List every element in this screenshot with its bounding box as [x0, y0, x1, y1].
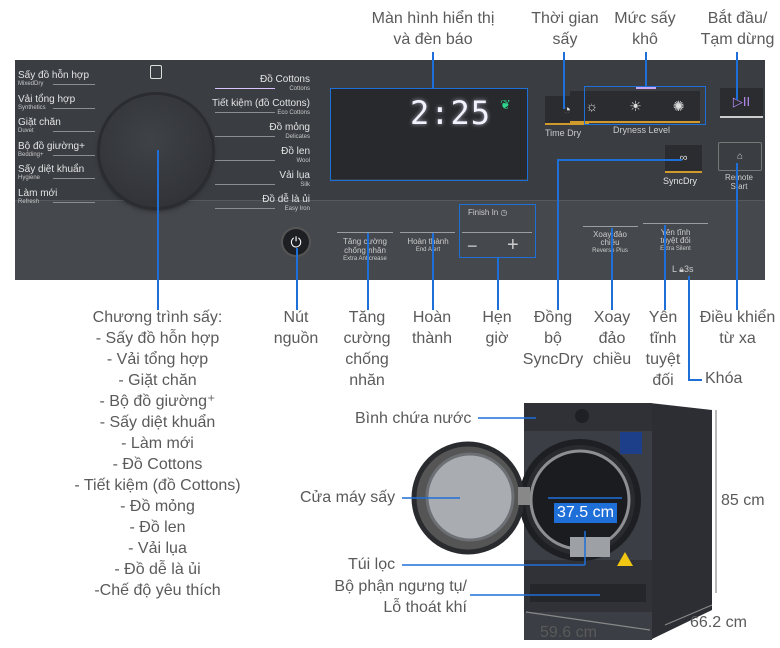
dryness-indicator — [636, 87, 656, 89]
program-list-item: - Vải lụa — [128, 540, 187, 557]
program-mixeddry: Sấy đồ hỗn hợp — [18, 70, 90, 81]
program-en-label: Synthetics — [18, 104, 46, 111]
program-list-item: - Sấy diệt khuẩn — [99, 414, 216, 431]
program-delicates: Đồ mỏng — [269, 122, 310, 133]
start-pause-button[interactable]: ▷II — [720, 88, 763, 118]
timer-minus-button[interactable]: − — [467, 236, 478, 256]
finish-in-label: Finish In ◷ — [468, 208, 508, 217]
filter-label: Túi lọc — [348, 556, 396, 573]
program-en-label: Wool — [296, 158, 310, 164]
program-list-item: - Sấy đồ hỗn hợp — [95, 330, 220, 347]
condenser-label: Bộ phận ngưng tụ/Lỗ thoát khí — [334, 578, 467, 616]
display-callout-box — [330, 88, 528, 181]
program-list-item: -Chế độ yêu thích — [94, 582, 221, 599]
phone-icon — [150, 65, 162, 79]
program-list-item: - Tiết kiệm (đồ Cottons) — [74, 477, 241, 494]
program-duvet: Giặt chăn — [18, 117, 61, 128]
depth-label: 66.2 cm — [690, 614, 747, 631]
program-list-item: - Đồ len — [129, 519, 186, 536]
program-en-label: Bedding+ — [18, 151, 44, 158]
program-refresh: Làm mới — [18, 187, 58, 199]
program-list-item: - Bộ đồ giường⁺ — [99, 393, 216, 410]
program-silk: Vải lụa — [279, 170, 310, 181]
child-lock-icon: L 🔒︎3s — [672, 264, 694, 274]
lock-label: Khóa — [705, 370, 743, 387]
program-wool: Đồ len — [281, 146, 310, 157]
dryness-high-icon[interactable]: ✺ — [672, 97, 685, 114]
program-list-item: - Vải tổng hợp — [106, 351, 209, 368]
dryness-low-icon[interactable]: ☼ — [585, 98, 599, 114]
program-en-label: Refresh — [18, 198, 40, 205]
program-en-label: Delicates — [285, 134, 310, 140]
program-hygiene: Sấy diệt khuẩn — [18, 164, 85, 175]
program-en-label: Cottons — [289, 86, 310, 92]
program-dial[interactable] — [100, 95, 212, 207]
display-screen — [331, 88, 527, 179]
drum-diameter-label: 37.5 cm — [554, 503, 617, 523]
dryer-side — [650, 403, 712, 640]
program-list: Chương trình sấy: - Sấy đồ hỗn hợp- Vải … — [60, 307, 255, 601]
display-time: 2:25 — [410, 94, 492, 132]
program-list-item: - Đồ dễ là ủi — [114, 561, 201, 578]
program-en-label: Duvet — [18, 128, 34, 134]
start-pause-label: Bắt đầu/Tạm dừng — [700, 10, 775, 48]
door-label: Cửa máy sấy — [300, 489, 396, 506]
program-en-label: Easy Iron — [284, 206, 310, 212]
program-eco-cottons: Tiết kiệm (đồ Cottons) — [212, 98, 310, 109]
program-cottons: Đồ Cottons — [259, 74, 310, 85]
program-en-label: Eco Cottons — [277, 110, 310, 116]
timer-plus-button[interactable]: + — [507, 234, 519, 256]
program-list-item: - Đồ mỏng — [120, 498, 195, 515]
program-en-label: Silk — [300, 182, 310, 188]
dryness-text: Dryness Level — [613, 125, 671, 135]
time-dry-text: Time Dry — [545, 128, 582, 138]
program-en-label: Hygiene — [18, 175, 41, 181]
height-label: 85 cm — [721, 492, 765, 509]
program-list-item: - Làm mới — [121, 435, 194, 452]
program-bedding+: Bộ đồ giường+ — [18, 140, 85, 152]
program-synthetics: Vải tổng hợp — [18, 93, 76, 105]
width-label: 59.6 cm — [540, 624, 597, 641]
program-list-item: - Đồ Cottons — [112, 456, 203, 473]
program-easy-iron: Đồ dễ là ủi — [262, 194, 310, 205]
panel-lower-band — [15, 200, 765, 280]
dryness-level-buttons[interactable]: ☼ ☀ ✺ — [570, 91, 700, 123]
dryness-callout-box — [584, 86, 706, 125]
dryness-mid-icon[interactable]: ☀ — [629, 97, 642, 114]
remote-start-button[interactable]: ⌂ — [718, 142, 762, 171]
program-list-item: - Giặt chăn — [118, 372, 197, 389]
eco-leaf-icon: ❦ — [500, 97, 511, 112]
water-tank-label: Bình chứa nước — [355, 410, 472, 427]
program-en-label: MixedDry — [18, 81, 44, 87]
syncdry-text: SyncDry — [663, 176, 698, 186]
